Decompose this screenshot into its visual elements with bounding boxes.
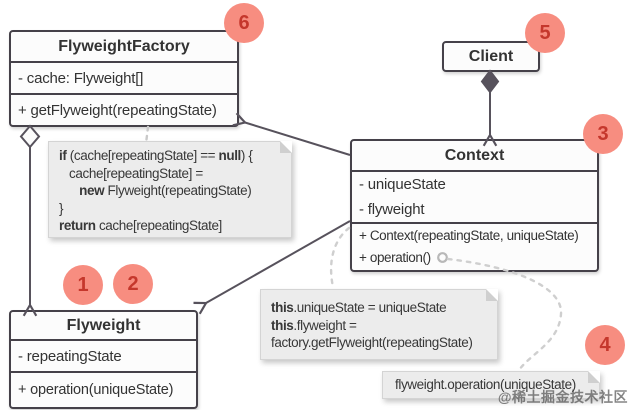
class-title: FlyweightFactory — [58, 37, 190, 55]
class-box-flyweight: Flyweight - repeatingState + operation(u… — [9, 310, 198, 409]
aggregation-diamond-icon — [19, 124, 41, 149]
method-row: + operation(uniqueState) — [11, 371, 196, 407]
note-operation-code: flyweight.operation(uniqueState) — [382, 371, 600, 399]
note-factory-code: if (cache[repeatingState] == null) { cac… — [48, 141, 292, 238]
constructor-note-dashed-curve — [329, 226, 351, 289]
badge-3: 3 — [583, 114, 623, 154]
class-box-flyweight-factory: FlyweightFactory - cache: Flyweight[] + … — [9, 30, 239, 127]
composition-diamond-icon — [480, 69, 500, 94]
factory-note-dashed-link — [145, 125, 150, 141]
badge-5: 5 — [525, 13, 565, 53]
class-title: Context — [444, 146, 505, 164]
method-row: + getFlyweight(repeatingState) — [11, 93, 237, 125]
attribute-row: - repeatingState — [11, 339, 196, 371]
attribute-rows: - uniqueState - flyweight — [352, 170, 597, 222]
badge-4: 4 — [585, 325, 625, 365]
method-rows: + Context(repeatingState, uniqueState) +… — [352, 222, 597, 270]
class-title: Flyweight — [66, 316, 141, 334]
badge-2: 2 — [113, 264, 153, 304]
badge-6: 6 — [224, 3, 264, 43]
badge-1: 1 — [63, 265, 103, 305]
attribute-row: - cache: Flyweight[] — [11, 61, 237, 93]
class-title: Client — [468, 47, 514, 65]
class-box-context: Context - uniqueState - flyweight + Cont… — [350, 139, 599, 272]
class-box-client: Client — [442, 41, 540, 72]
watermark-text: @稀土掘金技术社区 — [497, 389, 628, 405]
